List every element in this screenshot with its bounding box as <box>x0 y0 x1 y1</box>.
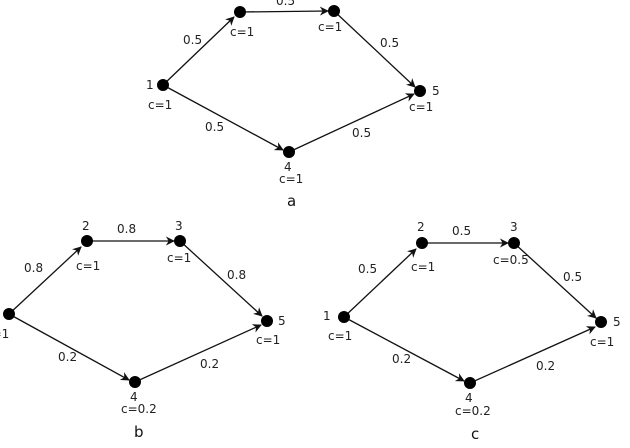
node-b-5-id: 5 <box>278 314 286 328</box>
edge-b-2-3-label: 0.8 <box>117 222 136 236</box>
node-a-4-id: 4 <box>284 160 292 174</box>
node-b-2 <box>81 235 93 247</box>
node-c-4-id: 4 <box>465 391 473 405</box>
node-a-4-capacity: c=1 <box>279 172 303 186</box>
edge-c-4-5 <box>469 326 596 384</box>
edge-a-4-5-label: 0.5 <box>352 126 371 140</box>
edge-c-1-4-label: 0.2 <box>392 352 411 366</box>
node-a-3-capacity: c=1 <box>318 20 342 34</box>
edge-c-3-5-label: 0.5 <box>563 270 582 284</box>
edge-a-4-5 <box>288 93 415 153</box>
node-c-2 <box>416 237 428 249</box>
edge-a-1-2-label: 0.5 <box>183 33 202 47</box>
edge-b-3-5 <box>179 240 263 317</box>
caption-c: c <box>471 425 479 443</box>
node-b-4-id: 4 <box>130 390 138 404</box>
node-b-2-capacity: c=1 <box>76 259 100 273</box>
node-b-1 <box>3 308 15 320</box>
node-a-5-id: 5 <box>432 84 440 98</box>
node-a-5 <box>414 85 426 97</box>
edge-a-2-3-label: 0.5 <box>276 0 295 8</box>
node-a-1-capacity: c=1 <box>148 98 172 112</box>
edge-a-1-4 <box>162 84 284 151</box>
node-c-1-capacity: c=1 <box>328 329 352 343</box>
node-b-3 <box>174 235 186 247</box>
node-a-5-capacity: c=1 <box>409 100 433 114</box>
node-b-4-capacity: c=0.2 <box>121 402 157 416</box>
edge-b-1-2-label: 0.8 <box>24 261 43 275</box>
edge-a-1-4-label: 0.5 <box>205 120 224 134</box>
caption-a: a <box>287 192 296 210</box>
node-b-2-id: 2 <box>82 219 90 233</box>
node-c-4 <box>464 377 476 389</box>
edge-b-1-4-label: 0.2 <box>58 350 77 364</box>
node-a-1 <box>157 79 169 91</box>
node-a-2-capacity: c=1 <box>230 25 254 39</box>
edge-c-4-5-label: 0.2 <box>536 359 555 373</box>
edge-b-4-5 <box>134 324 262 383</box>
node-c-2-id: 2 <box>417 220 425 234</box>
edge-c-1-2-label: 0.5 <box>358 262 377 276</box>
node-b-3-id: 3 <box>175 219 183 233</box>
node-c-2-capacity: c=1 <box>411 260 435 274</box>
edge-a-1-2 <box>162 16 235 86</box>
node-a-4 <box>283 146 295 158</box>
figure-b: 0.8 0.8 0.8 0.2 0.2 c=1 2 c=1 3 c=1 4 c=… <box>0 219 286 441</box>
figure-c: 0.5 0.5 0.5 0.2 0.2 1 c=1 2 c=1 3 c=0.5 … <box>323 220 621 443</box>
edge-a-2-3 <box>239 6 329 16</box>
edge-c-2-3-label: 0.5 <box>452 224 471 238</box>
node-c-4-capacity: c=0.2 <box>455 404 491 418</box>
node-b-1-capacity: c=1 <box>0 327 9 341</box>
edge-b-4-5-label: 0.2 <box>200 357 219 371</box>
edge-b-1-2 <box>8 246 82 315</box>
edge-a-3-5 <box>333 10 416 88</box>
node-c-5 <box>595 316 607 328</box>
node-b-5-capacity: c=1 <box>256 333 280 347</box>
node-c-3-capacity: c=0.5 <box>493 253 529 267</box>
edge-a-3-5-label: 0.5 <box>380 36 399 50</box>
node-c-3 <box>508 237 520 249</box>
edge-b-3-5-label: 0.8 <box>227 268 246 282</box>
node-b-4 <box>129 376 141 388</box>
figure-a: 0.5 0.5 0.5 0.5 0.5 1 c=1 c=1 c=1 4 c=1 … <box>146 0 440 210</box>
edge-b-1-4 <box>8 313 130 381</box>
node-b-5 <box>261 315 273 327</box>
node-c-5-id: 5 <box>613 315 621 329</box>
node-c-3-id: 3 <box>510 220 518 234</box>
caption-b: b <box>134 423 144 441</box>
node-a-1-id: 1 <box>146 78 154 92</box>
node-c-1-id: 1 <box>323 309 331 323</box>
edge-c-1-2 <box>343 248 417 318</box>
node-a-2 <box>234 6 246 18</box>
edge-c-3-5 <box>513 242 597 319</box>
edge-c-1-4 <box>343 316 465 382</box>
node-a-3 <box>328 5 340 17</box>
node-b-3-capacity: c=1 <box>167 251 191 265</box>
node-c-5-capacity: c=1 <box>590 335 614 349</box>
node-c-1 <box>338 311 350 323</box>
